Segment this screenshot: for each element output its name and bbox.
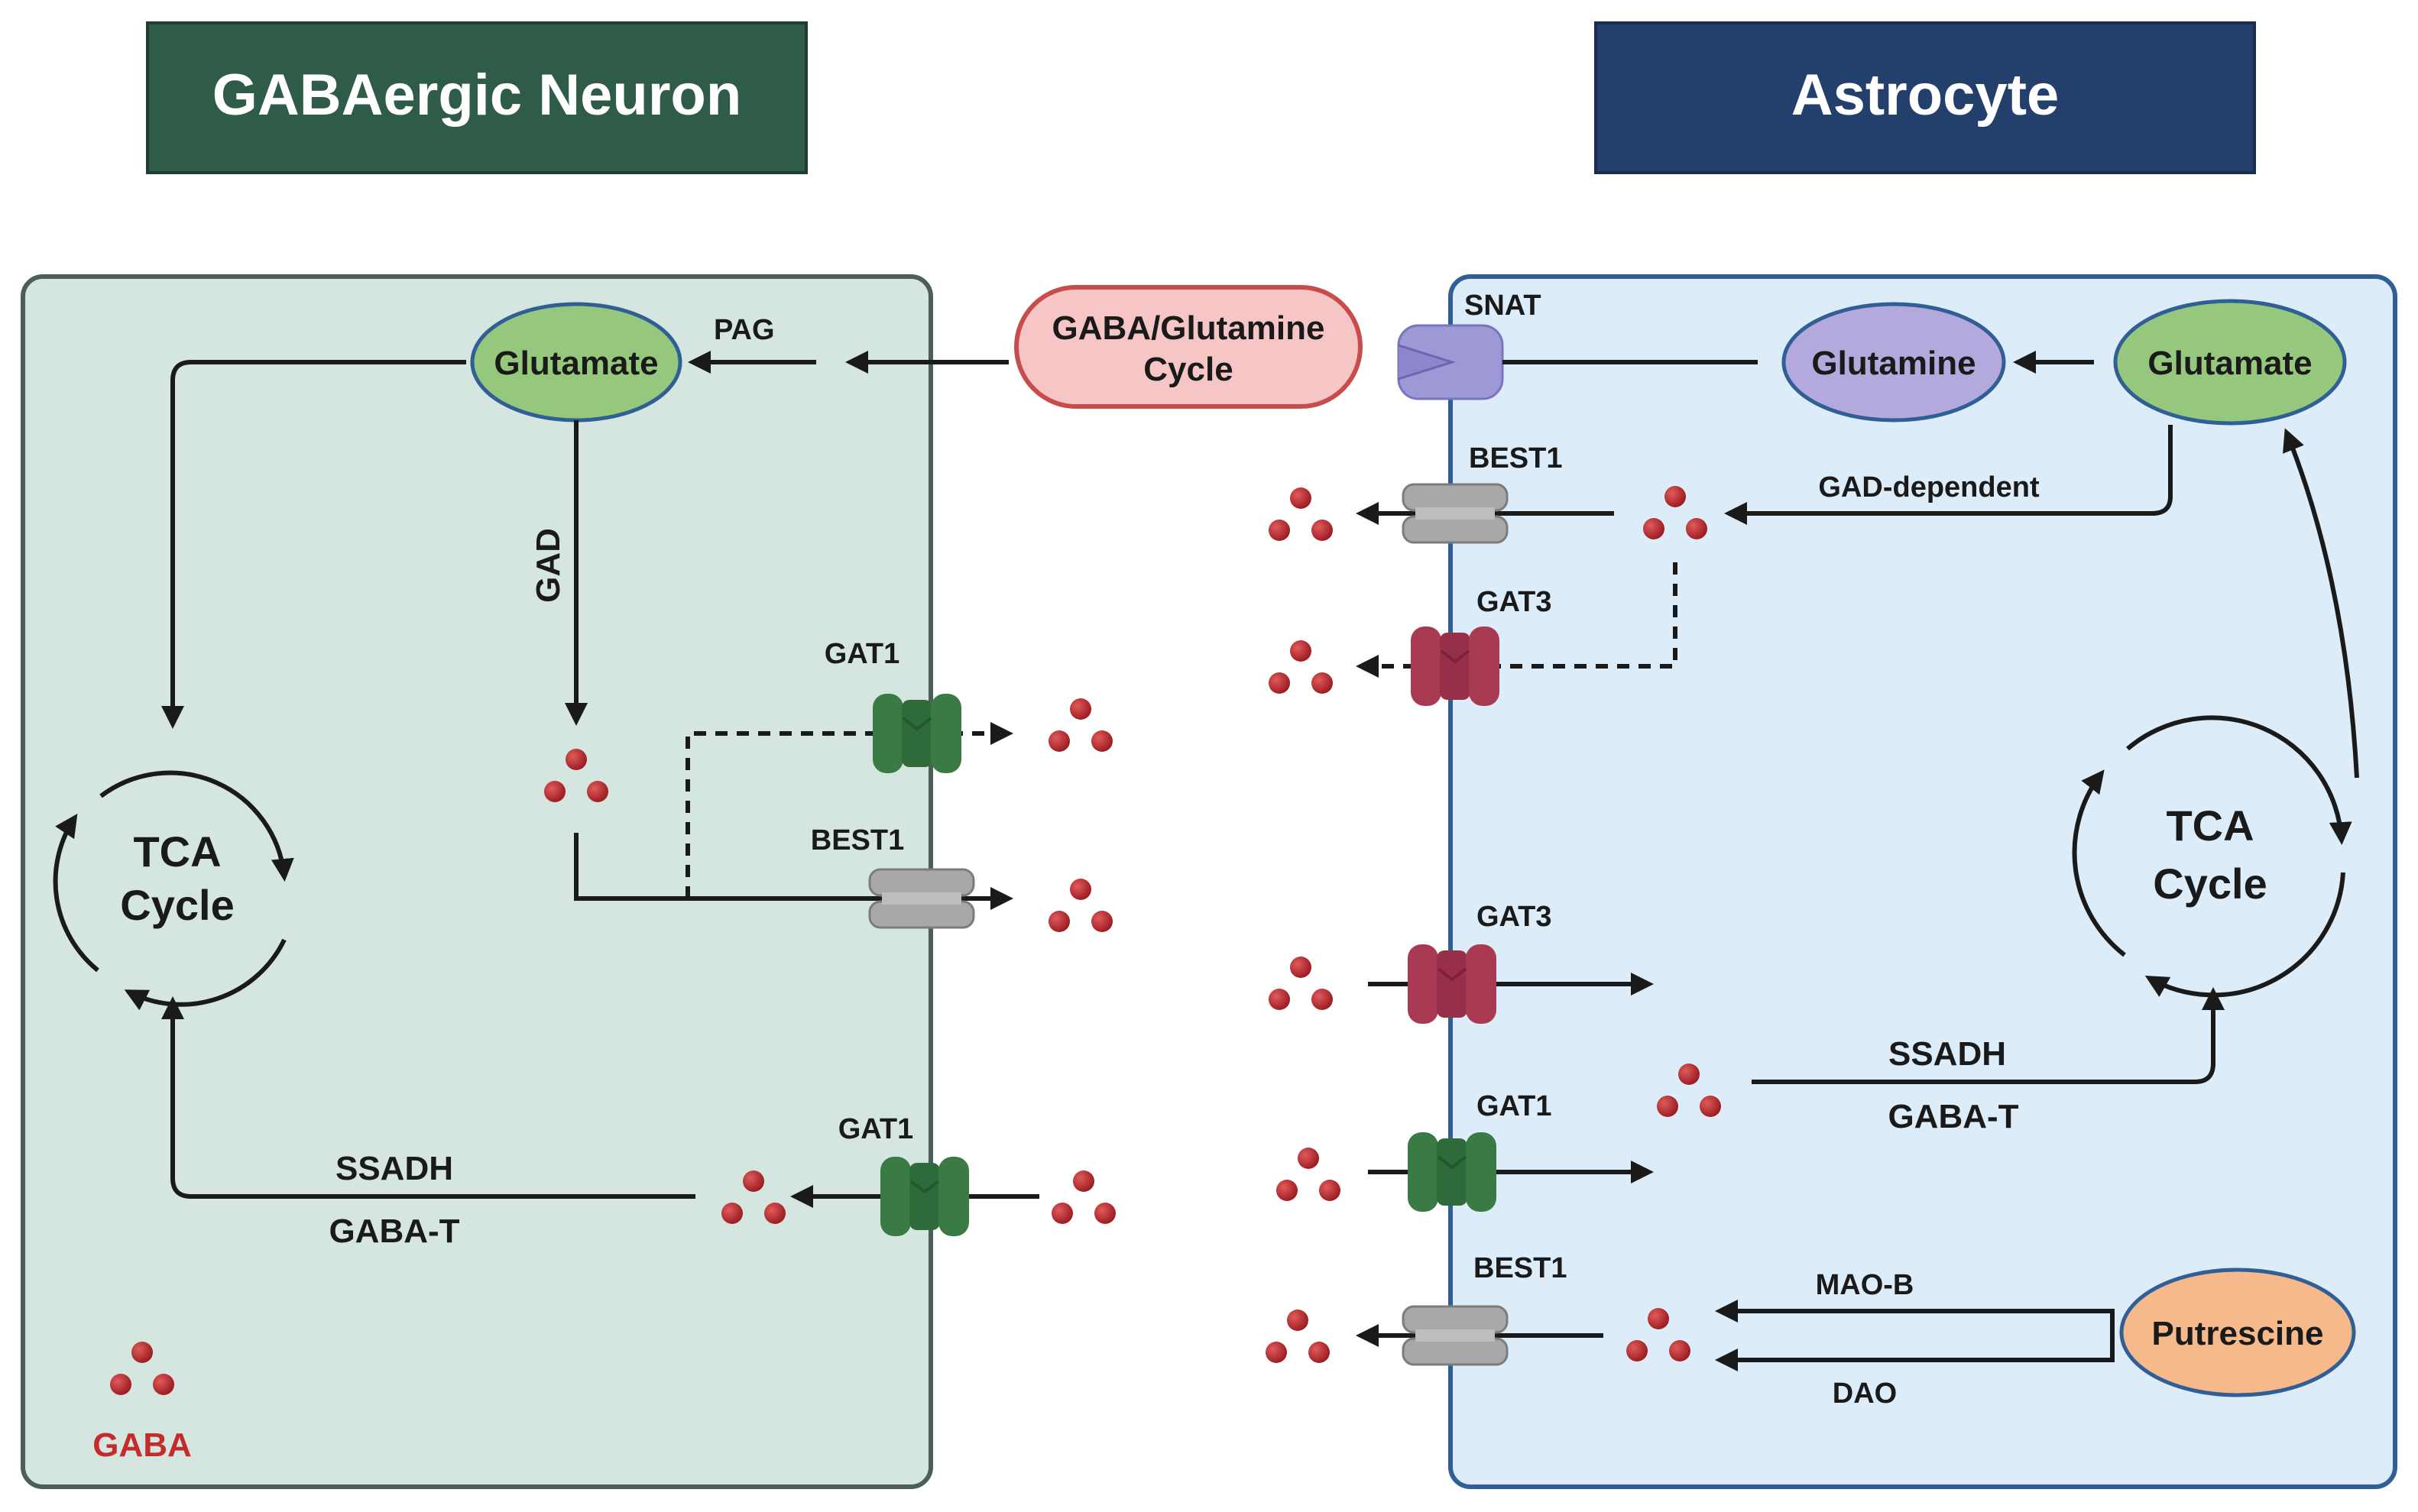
neuron-tca-line1: TCA bbox=[133, 827, 221, 876]
gaba-released-gat1 bbox=[1049, 698, 1113, 752]
astrocyte-title-box: Astrocyte bbox=[1594, 21, 2256, 174]
neuron-gat1-bottom-label: GAT1 bbox=[838, 1113, 914, 1145]
astrocyte-gat3-mid-label: GAT3 bbox=[1476, 901, 1552, 933]
mao-b-label: MAO-B bbox=[1816, 1269, 1914, 1301]
snat-channel bbox=[1397, 324, 1504, 400]
gaba-glutamine-cycle-box: GABA/Glutamine Cycle bbox=[1014, 285, 1363, 409]
astrocyte-tca-line2: Cycle bbox=[2153, 860, 2267, 908]
astrocyte-glutamate-node: Glutamate bbox=[2113, 299, 2347, 426]
neuron-tca-cycle: TCA Cycle bbox=[53, 770, 294, 1011]
cycle-box-line1: GABA/Glutamine bbox=[1052, 309, 1325, 347]
gaba-released-best1 bbox=[1049, 879, 1113, 932]
legend-gaba-label: GABA bbox=[92, 1426, 192, 1464]
gaba-extracellular-astro-gat3 bbox=[1269, 957, 1333, 1010]
neuron-ssadh-label: SSADH bbox=[335, 1150, 453, 1187]
gaba-released-astro-best1-bottom bbox=[1266, 1310, 1330, 1363]
astrocyte-glutamate-label: Glutamate bbox=[2147, 345, 2312, 382]
putrescine-label: Putrescine bbox=[2152, 1315, 2324, 1352]
gad-label: GAD bbox=[530, 528, 567, 603]
astrocyte-best1-bottom-label: BEST1 bbox=[1473, 1252, 1567, 1284]
gaba-extracellular-astro-gat1 bbox=[1276, 1148, 1340, 1201]
astrocyte-gat1-channel bbox=[1406, 1131, 1498, 1213]
astrocyte-glutamine-node: Glutamine bbox=[1781, 302, 2006, 423]
arrow-gaba-to-best1 bbox=[574, 833, 1013, 910]
astrocyte-gat3-mid-channel bbox=[1406, 943, 1498, 1025]
astrocyte-tca-line1: TCA bbox=[2166, 801, 2254, 850]
putrescine-node: Putrescine bbox=[2119, 1268, 2356, 1397]
arrow-glutamate-to-tca bbox=[161, 360, 466, 729]
neuron-glutamate-node: Glutamate bbox=[470, 302, 682, 423]
snat-label: SNAT bbox=[1464, 290, 1541, 322]
neuron-tca-line2: Cycle bbox=[120, 881, 234, 929]
pag-label: PAG bbox=[714, 314, 775, 346]
arrow-dao bbox=[1715, 1311, 2115, 1371]
neuron-best1-label: BEST1 bbox=[811, 824, 904, 856]
astrocyte-best1-top-label: BEST1 bbox=[1469, 442, 1562, 474]
astrocyte-title: Astrocyte bbox=[1791, 63, 2060, 128]
neuron-best1-channel bbox=[868, 868, 975, 929]
neuron-gaba-t-label: GABA-T bbox=[329, 1213, 459, 1250]
astrocyte-gat3-top-channel bbox=[1409, 625, 1501, 707]
astrocyte-gat1-label: GAT1 bbox=[1476, 1090, 1552, 1122]
astrocyte-best1-bottom-channel bbox=[1402, 1305, 1509, 1366]
astrocyte-best1-top-channel bbox=[1402, 483, 1509, 544]
neuron-title-box: GABAergic Neuron bbox=[146, 21, 808, 174]
neuron-gat1-top-channel bbox=[871, 692, 963, 775]
astrocyte-gat3-top-label: GAT3 bbox=[1476, 586, 1552, 618]
neuron-gat1-top-label: GAT1 bbox=[825, 638, 900, 670]
neuron-gat1-bottom-channel bbox=[879, 1155, 971, 1238]
astrocyte-cell bbox=[1448, 274, 2397, 1489]
astrocyte-ssadh-label: SSADH bbox=[1888, 1035, 2006, 1073]
astrocyte-gaba-t-label: GABA-T bbox=[1888, 1098, 2018, 1135]
gad-dependent-label: GAD-dependent bbox=[1818, 471, 2040, 503]
arrow-gad-dependent bbox=[1724, 425, 2173, 525]
dao-label: DAO bbox=[1833, 1378, 1897, 1410]
astrocyte-glutamine-label: Glutamine bbox=[1811, 345, 1976, 382]
gaba-extracellular-neuron bbox=[1052, 1170, 1116, 1224]
gaba-released-astro-best1-top bbox=[1269, 487, 1333, 541]
arrow-gaba-to-tca-neuron bbox=[161, 996, 695, 1199]
arrow-gaba-to-gat1-dashed bbox=[686, 722, 1013, 898]
astrocyte-tca-cycle: TCA Cycle bbox=[2072, 715, 2352, 998]
arrow-gaba-to-tca-astro bbox=[1752, 987, 2225, 1084]
neuron-glutamate-label: Glutamate bbox=[494, 345, 658, 382]
gaba-released-astro-gat3 bbox=[1269, 640, 1333, 694]
arrow-tca-to-glutamate-astro bbox=[2283, 428, 2359, 779]
neuron-title: GABAergic Neuron bbox=[212, 63, 742, 128]
cycle-box-line2: Cycle bbox=[1143, 351, 1233, 388]
